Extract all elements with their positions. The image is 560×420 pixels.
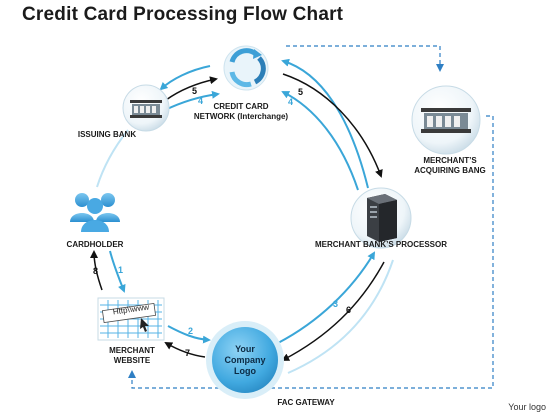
label-network: CREDIT CARD NETWORK (Interchange) xyxy=(193,102,289,121)
label-acquiring-bank: MERCHANT’S ACQUIRING BANG xyxy=(414,156,486,175)
arrow-issuer-to-network-4 xyxy=(164,90,220,111)
dashed-network-to-acquirer xyxy=(286,45,444,72)
arrow-gateway-to-processor-3 xyxy=(277,251,376,344)
arrow-acquirer-to-network xyxy=(281,58,369,189)
label-cardholder: CARDHOLDER xyxy=(66,240,124,249)
server-icon xyxy=(350,187,412,249)
step-8: 8 xyxy=(93,266,99,276)
step-7: 7 xyxy=(185,348,191,358)
step-4-right: 4 xyxy=(288,97,294,107)
step-5-right: 5 xyxy=(298,87,304,97)
arc-issuer-cardholder xyxy=(96,129,129,188)
company-logo-text: Your Company Logo xyxy=(224,344,266,376)
step-1: 1 xyxy=(118,265,124,275)
label-merchant-website: MERCHANT WEBSITE xyxy=(109,346,155,365)
step-3: 3 xyxy=(333,299,339,309)
people-icon xyxy=(70,193,120,232)
step-4-left: 4 xyxy=(198,96,204,106)
network-icon xyxy=(223,45,269,91)
arrow-gateway-to-processor-outer xyxy=(287,259,394,374)
arrow-processor-to-gateway-6 xyxy=(281,261,385,361)
step-2: 2 xyxy=(188,326,194,336)
arrow-gateway-to-website-7 xyxy=(164,341,206,358)
arrow-processor-to-network-4 xyxy=(281,91,359,191)
label-fac-gateway: FAC GATEWAY xyxy=(277,398,335,407)
website-icon xyxy=(97,297,165,341)
arrow-website-to-cardholder-8 xyxy=(90,250,103,291)
step-6: 6 xyxy=(346,305,352,315)
dashed-acquirer-to-website xyxy=(128,115,494,389)
arrow-issuer-to-network-5 xyxy=(165,76,218,101)
step-5-left: 5 xyxy=(192,86,198,96)
label-issuing-bank: ISSUING BANK xyxy=(77,130,137,139)
arrow-cardholder-to-website-1 xyxy=(109,250,126,293)
company-logo-circle xyxy=(206,321,284,399)
issuing-bank-icon xyxy=(122,84,170,132)
acquiring-bank-icon xyxy=(411,85,481,155)
arrow-network-to-processor xyxy=(282,73,383,178)
page-title: Credit Card Processing Flow Chart xyxy=(22,4,344,25)
footer-logo-text: Your logo xyxy=(508,402,546,412)
arrow-network-to-issuer-5 xyxy=(159,65,211,91)
arrow-website-to-gateway-2 xyxy=(167,325,211,344)
label-processor: MERCHANT BANK’S PROCESSOR xyxy=(314,240,447,249)
